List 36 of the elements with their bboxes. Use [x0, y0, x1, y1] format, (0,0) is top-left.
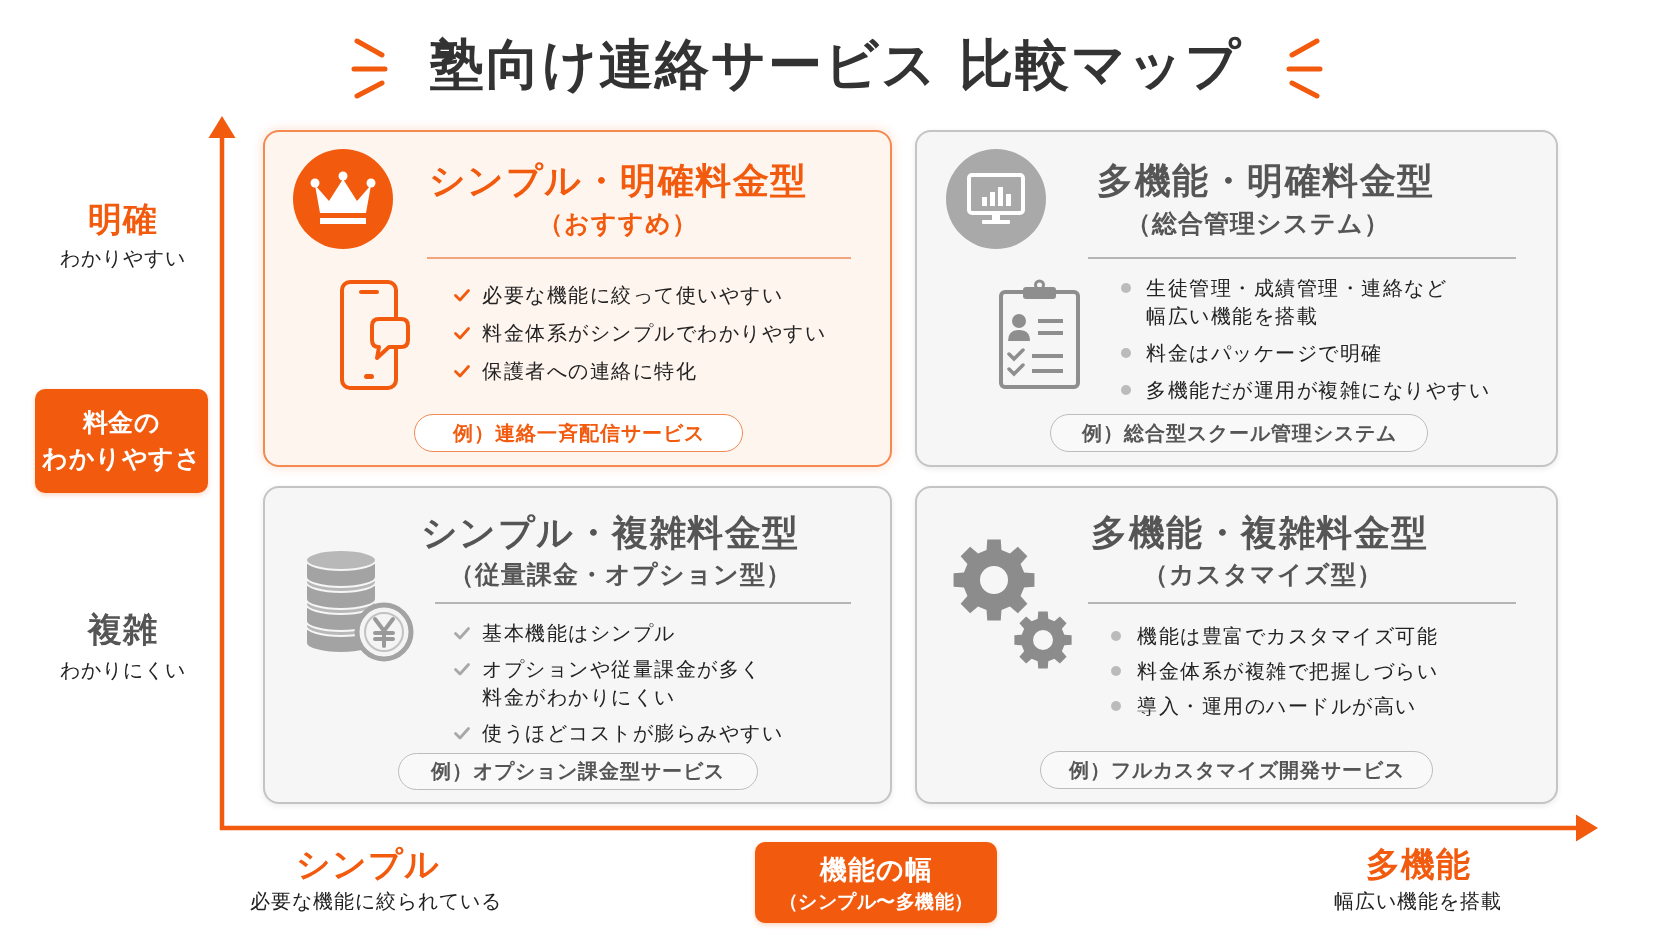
axis-title: 機能の幅 — [819, 852, 933, 887]
axis-end-caption: 幅広い機能を搭載 — [1334, 889, 1502, 914]
card-title: シンプル・複雑料金型 — [420, 511, 800, 555]
axis-subtitle: （シンプル〜多機能） — [778, 888, 974, 914]
bullet-text: 機能は豊富でカスタマイズ可能 — [1137, 623, 1438, 650]
example-tag: 例）オプション課金型サービス — [398, 753, 758, 790]
bullet-text: 料金体系がシンプルでわかりやすい — [482, 320, 826, 347]
example-tag: 例）総合型スクール管理システム — [1050, 414, 1428, 452]
card-subtitle: （従量課金・オプション型） — [448, 559, 792, 591]
axis-end-caption: わかりやすい — [60, 246, 186, 271]
bullet-text: 基本機能はシンプル — [482, 620, 676, 647]
bullet-text: オプションや従量課金が多く料金がわかりにくい — [482, 656, 763, 711]
axis-end-label: 多機能 — [1365, 843, 1471, 886]
axis-end-label: 複雑 — [88, 608, 158, 651]
bullet-text: 料金はパッケージで明確 — [1146, 340, 1383, 367]
bullet-text: 生徒管理・成績管理・連絡など幅広い機能を搭載 — [1146, 275, 1448, 330]
axis-title-tag: 料金のわかりやすさ — [35, 389, 208, 493]
axis-end-label: シンプル — [296, 843, 440, 886]
card-subtitle: （カスタマイズ型） — [1143, 559, 1383, 591]
bullet-text: 必要な機能に絞って使いやすい — [482, 282, 783, 309]
bullet-text: 多機能だが運用が複雑になりやすい — [1146, 377, 1490, 404]
diagram-title: 塾向け連絡サービス 比較マップ — [430, 32, 1242, 98]
axis-end-label: 明確 — [88, 198, 158, 241]
card-title: 多機能・明確料金型 — [1097, 159, 1435, 203]
bullet-text: 料金体系が複雑で把握しづらい — [1137, 658, 1438, 685]
example-tag: 例）フルカスタマイズ開発サービス — [1040, 751, 1433, 789]
bullet-text: 保護者への連絡に特化 — [482, 358, 697, 385]
axis-end-caption: 必要な機能に絞られている — [250, 889, 502, 914]
bullet-text: 使うほどコストが膨らみやすい — [482, 720, 783, 747]
card-subtitle: （総合管理システム） — [1126, 208, 1390, 240]
bullet-text: 導入・運用のハードルが高い — [1137, 693, 1417, 720]
card-title: 多機能・複雑料金型 — [1091, 511, 1429, 555]
card-subtitle: （おすすめ） — [538, 208, 698, 240]
card-title: シンプル・明確料金型 — [428, 159, 808, 203]
example-tag: 例）連絡一斉配信サービス — [414, 414, 743, 452]
axis-end-caption: わかりにくい — [60, 658, 186, 683]
